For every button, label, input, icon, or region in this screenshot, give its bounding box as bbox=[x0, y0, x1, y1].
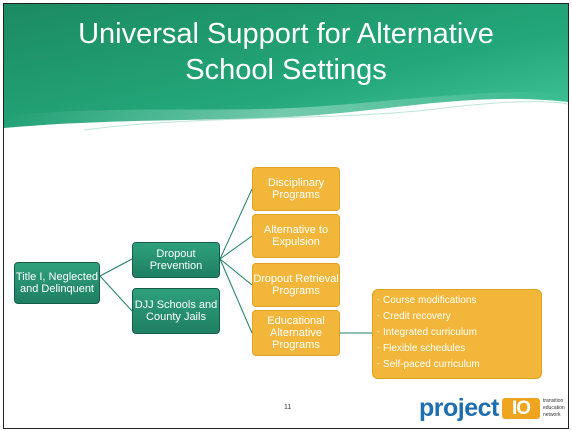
djj-schools-node: DJJ Schools and County Jails bbox=[132, 288, 220, 334]
page-number: 11 bbox=[284, 404, 292, 411]
dropout-retrieval-node: Dropout Retrieval Programs bbox=[252, 263, 340, 307]
hierarchy-diagram: Title I, Neglected and Delinquent Dropou… bbox=[4, 4, 568, 428]
logo-tag-line: education bbox=[543, 405, 565, 411]
logo-mark: IO bbox=[502, 398, 540, 419]
list-item: Self-paced curriculum bbox=[377, 356, 535, 373]
wave-banner-graphic bbox=[4, 4, 568, 131]
title-banner: Universal Support for Alternative School… bbox=[4, 4, 568, 134]
slide: Universal Support for Alternative School… bbox=[3, 3, 569, 429]
slide-title: Universal Support for Alternative School… bbox=[24, 16, 548, 88]
disciplinary-programs-node: Disciplinary Programs bbox=[252, 167, 340, 211]
connector-lines bbox=[99, 188, 372, 334]
logo-tagline: transition education network bbox=[543, 398, 565, 419]
slide-title-line2: School Settings bbox=[185, 54, 387, 86]
list-item: Course modifications bbox=[377, 292, 535, 309]
dropout-prevention-node: Dropout Prevention bbox=[132, 242, 220, 278]
project-io-logo: project IO transition education network bbox=[419, 390, 568, 426]
strategies-list-box: Course modifications Credit recovery Int… bbox=[372, 289, 542, 379]
slide-title-line1: Universal Support for Alternative bbox=[78, 18, 494, 50]
logo-word: project bbox=[419, 394, 499, 422]
list-item: Credit recovery bbox=[377, 308, 535, 325]
logo-tag-line: transition bbox=[543, 398, 564, 404]
root-node: Title I, Neglected and Delinquent bbox=[14, 262, 100, 304]
educational-alternative-node: Educational Alternative Programs bbox=[252, 310, 340, 356]
list-item: Flexible schedules bbox=[377, 340, 535, 357]
list-item: Integrated curriculum bbox=[377, 324, 535, 341]
logo-tag-line: network bbox=[543, 412, 561, 418]
alternative-to-expulsion-node: Alternative to Expulsion bbox=[252, 214, 340, 258]
